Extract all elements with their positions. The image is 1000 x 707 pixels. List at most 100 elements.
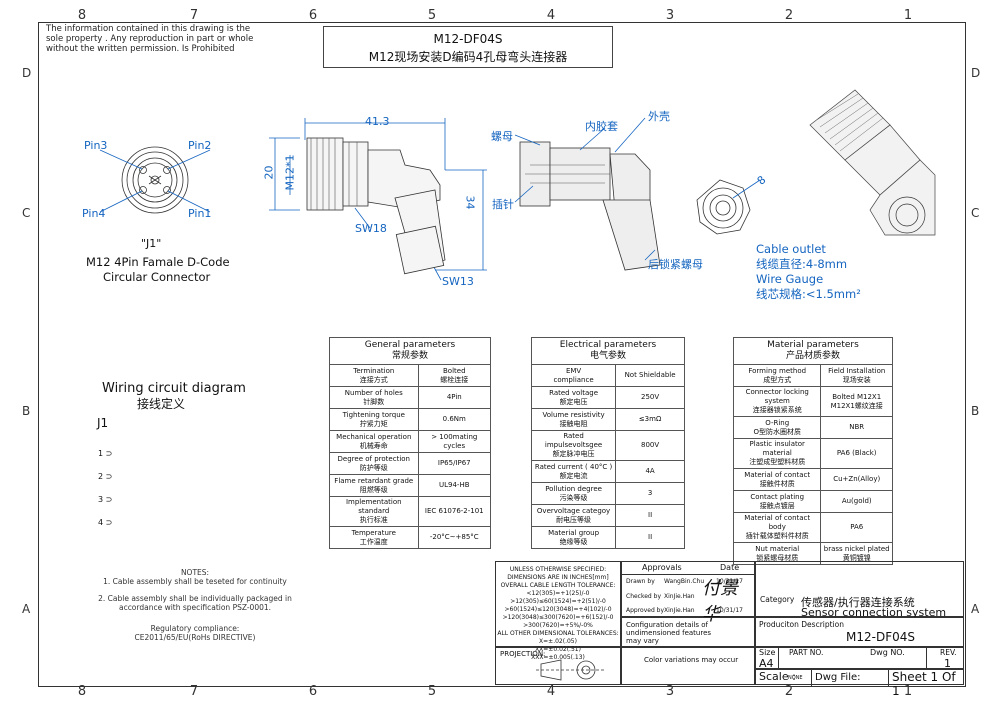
tolerance-title: OVERALL CABLE LENGTH TOLERANCE: bbox=[500, 582, 616, 589]
tolerance-block: UNLESS OTHERWISE SPECIFIED: DIMENSIONS A… bbox=[495, 561, 621, 661]
config-line-1: Configuration details of bbox=[626, 621, 708, 629]
unless-text: UNLESS OTHERWISE SPECIFIED: bbox=[509, 566, 607, 573]
pin3-label: Pin3 bbox=[84, 139, 108, 152]
cable-diameter: 线缆直径:4-8mm bbox=[756, 257, 848, 271]
zone-col-6: 6 bbox=[308, 8, 318, 23]
thread-dimension: M12*1 bbox=[283, 154, 297, 191]
wiring-pin-3: 3 ⊃ bbox=[98, 495, 113, 504]
wiring-connector: J1 bbox=[97, 416, 109, 430]
wire-spec: 线芯规格:<1.5mm² bbox=[756, 287, 861, 301]
shell-label: 外壳 bbox=[648, 110, 670, 123]
isometric-view bbox=[809, 89, 936, 236]
electrical-param-value: II bbox=[615, 504, 685, 527]
material-param-value: Cu+Zn(Alloy) bbox=[820, 468, 893, 491]
material-param-value: PA6 bbox=[820, 512, 893, 543]
notes-title: NOTES: bbox=[180, 568, 210, 577]
checked-by-name: XinJie.Han bbox=[664, 593, 695, 600]
electrical-param-value: 250V bbox=[615, 386, 685, 409]
electrical-param-value: 4A bbox=[615, 460, 685, 483]
connector-face-view bbox=[99, 146, 211, 214]
wiring-pin-2: 2 ⊃ bbox=[98, 472, 113, 481]
pin1-label: Pin1 bbox=[188, 207, 212, 220]
scale-block: Scale : NONE Dwg File: Sheet 1 Of 1 bbox=[755, 669, 964, 698]
config-line-3: may vary bbox=[626, 637, 659, 645]
approvals-header: Approvals Date bbox=[622, 562, 756, 575]
inner-sleeve-label: 内胶套 bbox=[585, 120, 618, 133]
nut-label: 螺母 bbox=[491, 130, 513, 143]
dwg-no-label: Dwg NO. bbox=[870, 648, 905, 657]
wiring-pin-4: 4 ⊃ bbox=[98, 518, 113, 527]
zone-row-C: C bbox=[971, 206, 980, 220]
note-1: 1. Cable assembly shall be teseted for c… bbox=[103, 577, 287, 586]
zone-col-7: 7 bbox=[189, 8, 199, 23]
note-2: 2. Cable assembly shall be individually … bbox=[98, 594, 292, 603]
tol-line-5: >300(7620)=+5%/-0% bbox=[523, 622, 593, 629]
connector-id: "J1" bbox=[141, 237, 162, 250]
tol-line-2: >12(305)≤60(1524)=+2(51)/-0 bbox=[510, 598, 606, 605]
zone-col-3: 3 bbox=[665, 8, 675, 23]
pin4-label: Pin4 bbox=[82, 207, 106, 220]
electrical-param-value: ≤3mΩ bbox=[615, 408, 685, 431]
rev-value: 1 bbox=[944, 657, 951, 670]
projection-block: PROJECTION: bbox=[495, 647, 621, 685]
zone-col-7: 7 bbox=[189, 684, 199, 699]
notes-block: NOTES: 1. Cable assembly shall be tesete… bbox=[60, 568, 330, 642]
length-dimension: 41.3 bbox=[365, 115, 390, 128]
checked-by-label: Checked by bbox=[626, 593, 662, 600]
wiring-title-en: Wiring circuit diagram bbox=[102, 381, 246, 396]
lock-nut-label: 后锁紧螺母 bbox=[648, 258, 703, 271]
zone-col-8: 8 bbox=[77, 8, 87, 23]
tol-line-4: >120(3048)≤300(7620)=+6(152)/-0 bbox=[502, 614, 614, 621]
drawn-by-label: Drawn by bbox=[626, 578, 655, 585]
approvals-label: Approvals bbox=[642, 563, 682, 572]
category-cn: 传感器/执行器连接系统 bbox=[801, 596, 915, 609]
other-tol-1: X=±.02(.05) bbox=[539, 638, 577, 645]
tol-line-3: >60(1524)≤120(3048)=+4(102)/-0 bbox=[504, 606, 612, 613]
approvals-block: Approvals Date Drawn by WangBin.Chu 10/3… bbox=[621, 561, 756, 625]
description-value: M12-DF04S bbox=[846, 630, 915, 644]
reg-value: CE2011/65/EU(RoHs DIRECTIVE) bbox=[134, 633, 256, 642]
zone-col-6: 6 bbox=[308, 684, 318, 699]
zone-col-1: 1 bbox=[903, 684, 913, 699]
product-name: M12现场安装D编码4孔母弯头连接器 bbox=[368, 50, 568, 64]
tol-line-1: <12(305)=+1(25)/-0 bbox=[526, 590, 590, 597]
pin2-label: Pin2 bbox=[188, 139, 212, 152]
electrical-param-value: II bbox=[615, 526, 685, 549]
wiring-pin-1: 1 ⊃ bbox=[98, 449, 113, 458]
zone-col-5: 5 bbox=[427, 684, 437, 699]
zone-col-4: 4 bbox=[546, 684, 556, 699]
zone-col-2: 2 bbox=[784, 684, 794, 699]
config-block: Configuration details of undimensioned f… bbox=[621, 617, 755, 647]
electrical-param-name: Rated current ( 40°C )额定电流 bbox=[530, 460, 617, 483]
zone-row-A: A bbox=[971, 602, 980, 616]
zone-row-C: C bbox=[22, 206, 31, 220]
